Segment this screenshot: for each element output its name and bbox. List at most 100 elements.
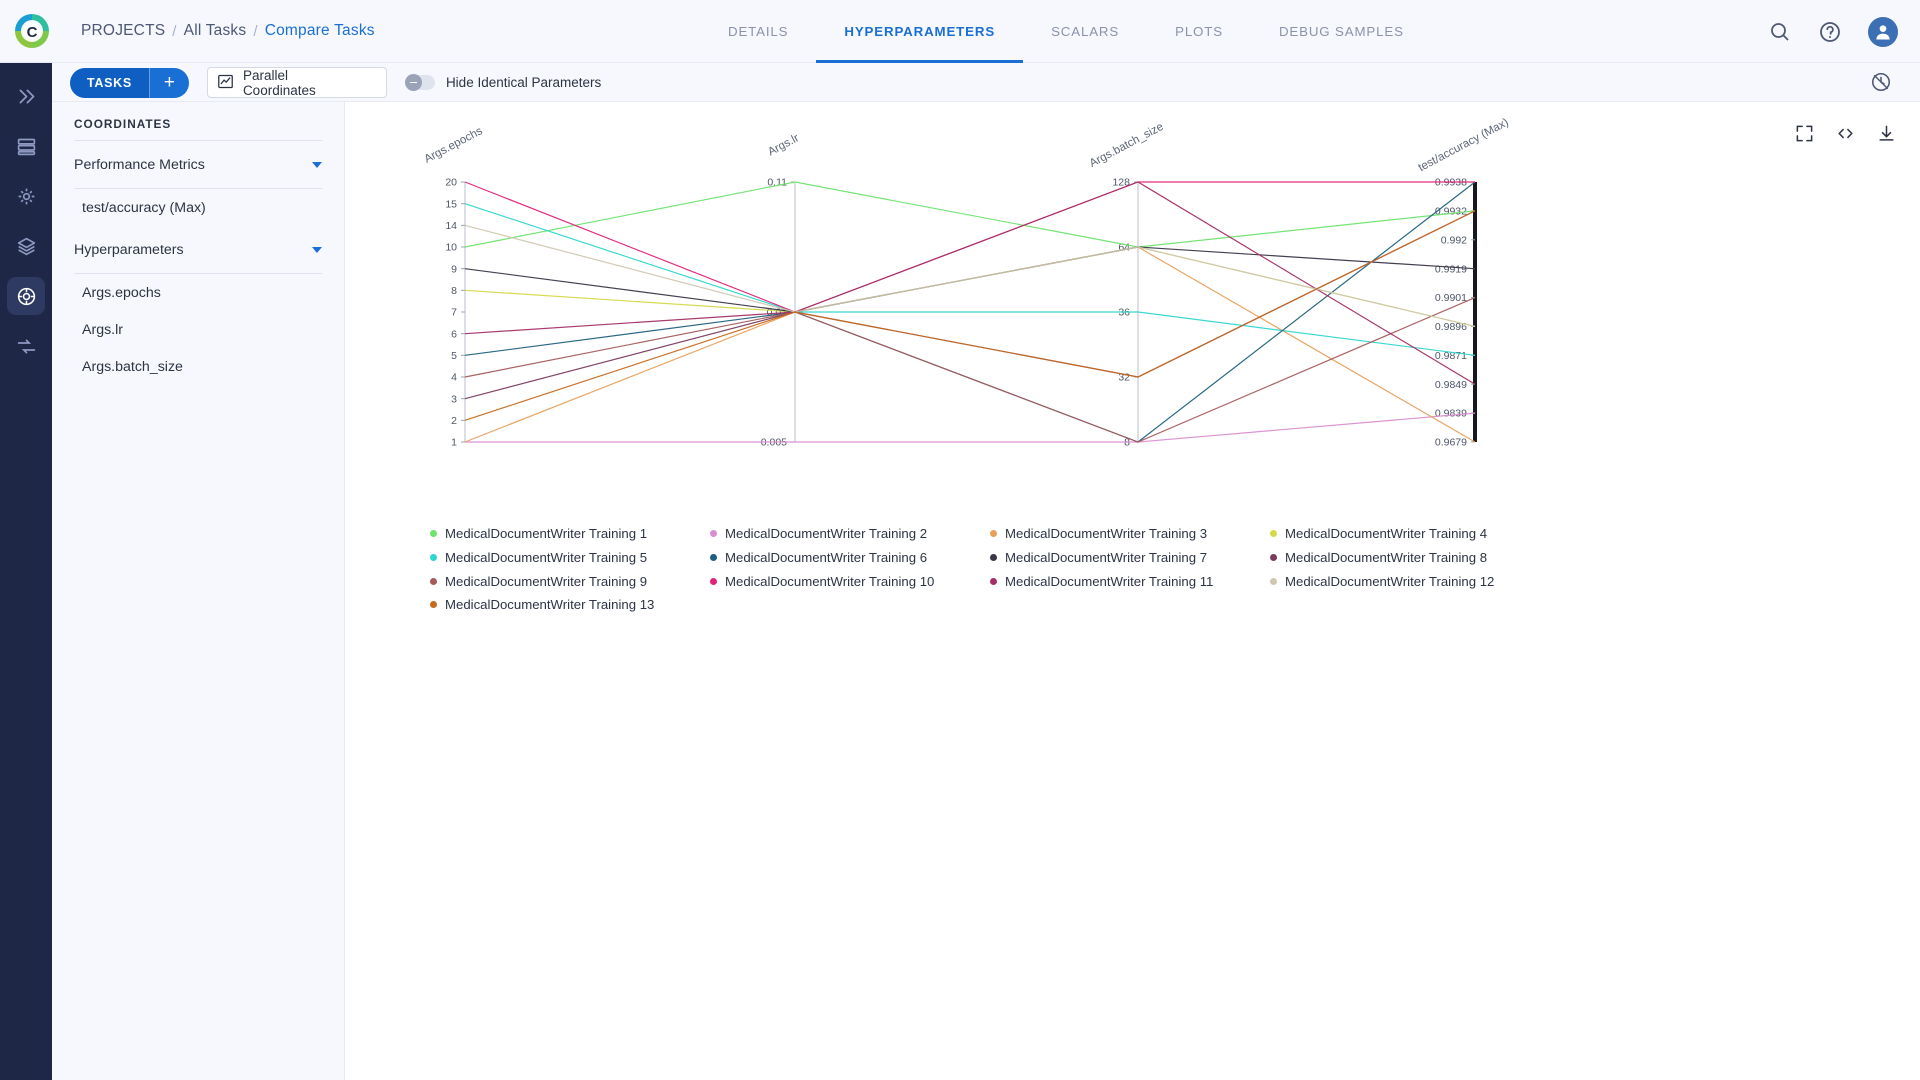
legend-item[interactable]: MedicalDocumentWriter Training 11: [990, 569, 1270, 593]
legend-item[interactable]: MedicalDocumentWriter Training 1: [430, 522, 710, 546]
legend-color-dot: [710, 577, 717, 585]
rail-item-pipelines[interactable]: [7, 77, 45, 115]
control-bar: TASKS + Parallel Coordinates Hide Identi…: [52, 63, 1920, 102]
coordinate-item-args-epochs[interactable]: Args.epochs: [82, 284, 161, 301]
coordinate-item-args-lr[interactable]: Args.lr: [82, 321, 123, 338]
legend-item[interactable]: MedicalDocumentWriter Training 10: [710, 569, 990, 593]
hide-identical-toggle-group[interactable]: Hide Identical Parameters: [404, 74, 601, 91]
clearml-logo-icon[interactable]: C: [0, 0, 64, 63]
legend-item[interactable]: MedicalDocumentWriter Training 6: [710, 546, 990, 570]
header-icon-group: [1768, 0, 1898, 63]
legend-color-dot: [990, 577, 997, 585]
svg-text:0.9919: 0.9919: [1435, 263, 1467, 275]
add-task-button[interactable]: +: [148, 67, 189, 98]
svg-text:6: 6: [451, 328, 457, 340]
user-avatar-icon[interactable]: [1868, 16, 1898, 47]
legend-item[interactable]: MedicalDocumentWriter Training 2: [710, 522, 990, 546]
legend-label: MedicalDocumentWriter Training 1: [445, 526, 648, 542]
refresh-icon[interactable]: [1870, 71, 1892, 98]
svg-text:0.9849: 0.9849: [1435, 379, 1467, 391]
svg-text:4: 4: [451, 372, 457, 384]
group-hyperparameters[interactable]: Hyperparameters: [74, 226, 322, 273]
svg-text:test/accuracy (Max): test/accuracy (Max): [1416, 116, 1510, 174]
hide-identical-toggle[interactable]: [404, 74, 435, 91]
tab-plots[interactable]: PLOTS: [1175, 24, 1223, 39]
workspace: TASKS + Parallel Coordinates Hide Identi…: [52, 67, 1920, 1080]
svg-text:5: 5: [451, 350, 457, 362]
svg-text:7: 7: [451, 307, 457, 319]
svg-text:9: 9: [451, 263, 457, 275]
search-icon[interactable]: [1768, 20, 1792, 44]
svg-text:0.9932: 0.9932: [1435, 205, 1467, 217]
tasks-button-group: TASKS +: [70, 67, 189, 98]
group-performance-metrics[interactable]: Performance Metrics: [74, 141, 322, 188]
rail-item-workers[interactable]: [7, 327, 45, 365]
breadcrumb-separator: /: [172, 22, 177, 40]
chart-type-value: Parallel Coordinates: [242, 67, 316, 98]
line-chart-icon: [217, 73, 234, 93]
legend-item[interactable]: MedicalDocumentWriter Training 8: [1270, 546, 1550, 570]
legend-color-dot: [1270, 577, 1277, 585]
tab-debug-samples[interactable]: DEBUG SAMPLES: [1278, 24, 1404, 39]
coordinates-panel: COORDINATES Performance Metrics test/acc…: [52, 102, 345, 1080]
svg-text:Args.batch_size: Args.batch_size: [1088, 121, 1166, 170]
breadcrumb: PROJECTS / All Tasks / Compare Tasks: [81, 22, 375, 40]
svg-text:0.9679: 0.9679: [1435, 437, 1467, 449]
legend-item[interactable]: MedicalDocumentWriter Training 12: [1270, 569, 1550, 593]
breadcrumb-compare-tasks[interactable]: Compare Tasks: [264, 22, 375, 39]
svg-text:0.11: 0.11: [767, 177, 787, 189]
chart-legend: MedicalDocumentWriter Training 1 MedicalD…: [430, 522, 1550, 617]
legend-color-dot: [1270, 554, 1277, 562]
legend-color-dot: [710, 530, 717, 538]
chart-type-select[interactable]: Parallel Coordinates: [206, 67, 387, 98]
legend-label: MedicalDocumentWriter Training 4: [1285, 526, 1488, 542]
svg-text:32: 32: [1118, 372, 1130, 384]
tab-hyperparameters[interactable]: HYPERPARAMETERS: [816, 0, 1023, 63]
download-icon[interactable]: [1877, 124, 1896, 148]
rail-item-experiments[interactable]: [7, 177, 45, 215]
rail-item-compare[interactable]: [7, 277, 45, 315]
coordinate-item-args-batch-size[interactable]: Args.batch_size: [82, 358, 183, 375]
divider: [74, 140, 322, 141]
legend-item[interactable]: MedicalDocumentWriter Training 3: [990, 522, 1270, 546]
svg-text:10: 10: [445, 242, 457, 254]
divider: [74, 273, 322, 274]
legend-item[interactable]: MedicalDocumentWriter Training 4: [1270, 522, 1550, 546]
svg-text:0.9938: 0.9938: [1435, 177, 1467, 189]
breadcrumb-all-tasks[interactable]: All Tasks: [183, 22, 247, 39]
rail-item-models[interactable]: [7, 227, 45, 265]
embed-code-icon[interactable]: [1836, 124, 1855, 148]
coordinate-item-test-accuracy[interactable]: test/accuracy (Max): [82, 199, 206, 216]
svg-text:15: 15: [445, 198, 457, 210]
breadcrumb-separator: /: [253, 22, 258, 40]
legend-color-dot: [430, 554, 437, 562]
svg-text:0.992: 0.992: [1441, 234, 1467, 246]
group-label: Performance Metrics: [74, 156, 205, 173]
chevron-down-icon[interactable]: [312, 161, 322, 168]
tab-details[interactable]: DETAILS: [728, 24, 789, 39]
legend-label: MedicalDocumentWriter Training 3: [1005, 526, 1208, 542]
legend-item[interactable]: MedicalDocumentWriter Training 9: [430, 569, 710, 593]
legend-item[interactable]: MedicalDocumentWriter Training 7: [990, 546, 1270, 570]
help-icon[interactable]: [1818, 20, 1842, 44]
legend-label: MedicalDocumentWriter Training 7: [1005, 550, 1208, 566]
legend-color-dot: [710, 554, 717, 562]
rail-item-datasets[interactable]: [7, 127, 45, 165]
fullscreen-icon[interactable]: [1795, 124, 1814, 148]
svg-text:8: 8: [451, 285, 457, 297]
plot-canvas[interactable]: Args.epochs20151410987654321Args.lr0.110…: [345, 102, 1920, 532]
svg-text:64: 64: [1118, 242, 1130, 254]
chart-toolbar: [1795, 124, 1896, 148]
legend-item[interactable]: MedicalDocumentWriter Training 5: [430, 546, 710, 570]
svg-text:128: 128: [1112, 177, 1130, 189]
legend-label: MedicalDocumentWriter Training 5: [445, 550, 648, 566]
tasks-button[interactable]: TASKS: [70, 67, 149, 98]
chevron-down-icon[interactable]: [312, 246, 322, 253]
svg-text:C: C: [27, 24, 38, 41]
group-label: Hyperparameters: [74, 241, 184, 258]
tab-scalars[interactable]: SCALARS: [1051, 24, 1120, 39]
legend-color-dot: [990, 554, 997, 562]
svg-text:2: 2: [451, 415, 457, 427]
breadcrumb-projects[interactable]: PROJECTS: [81, 22, 166, 39]
legend-item[interactable]: MedicalDocumentWriter Training 13: [430, 593, 710, 617]
